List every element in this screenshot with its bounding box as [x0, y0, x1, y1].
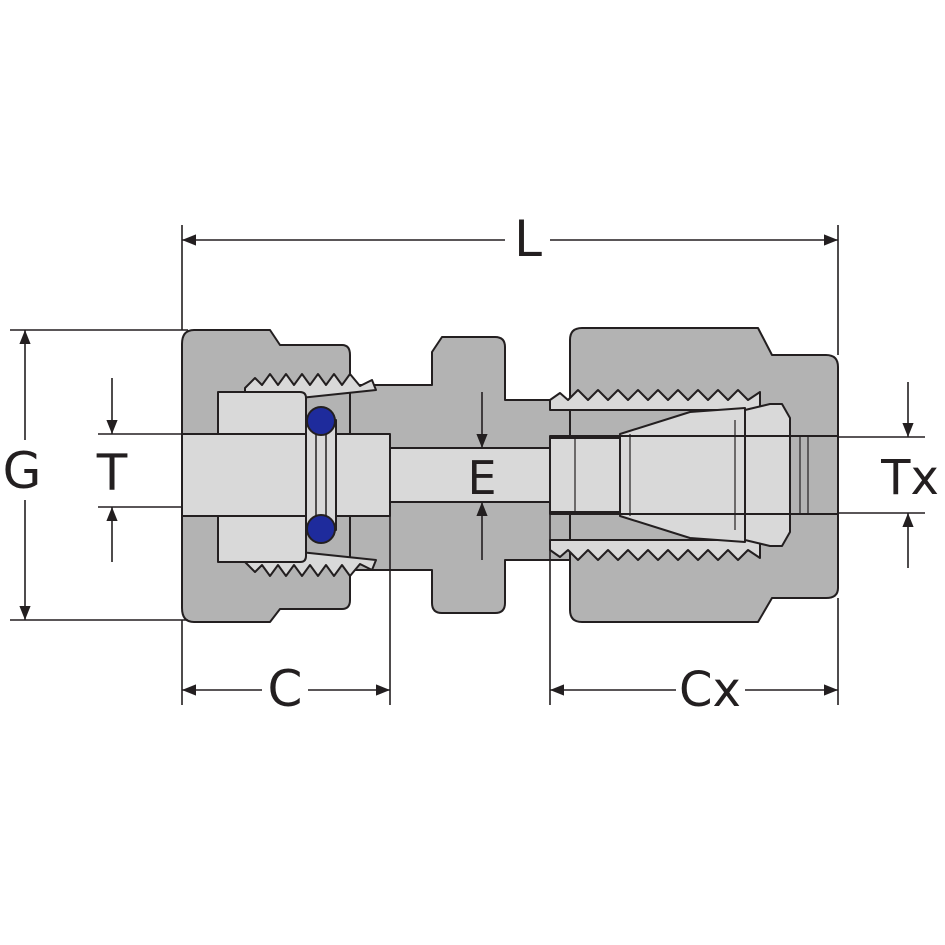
right-tube-bore [549, 435, 839, 515]
right-ferrule-front [619, 407, 746, 543]
label-T: T [96, 444, 128, 502]
right-thread-upper [549, 389, 761, 411]
left-tube-bore [181, 433, 391, 517]
label-Cx: Cx [679, 662, 741, 718]
right-ferrule-rear [744, 403, 791, 547]
label-Tx: Tx [880, 450, 939, 506]
label-C: C [268, 660, 303, 718]
label-L: L [514, 210, 542, 268]
dimension-lines [10, 225, 925, 705]
fitting-body [181, 327, 839, 623]
o-ring-lower [306, 514, 336, 544]
label-E: E [467, 451, 496, 505]
label-G: G [3, 442, 42, 500]
right-thread-lower [549, 539, 761, 561]
center-bore [389, 447, 551, 503]
right-ferrule-back [549, 437, 621, 513]
left-groove [305, 419, 337, 531]
o-ring-upper [306, 406, 336, 436]
